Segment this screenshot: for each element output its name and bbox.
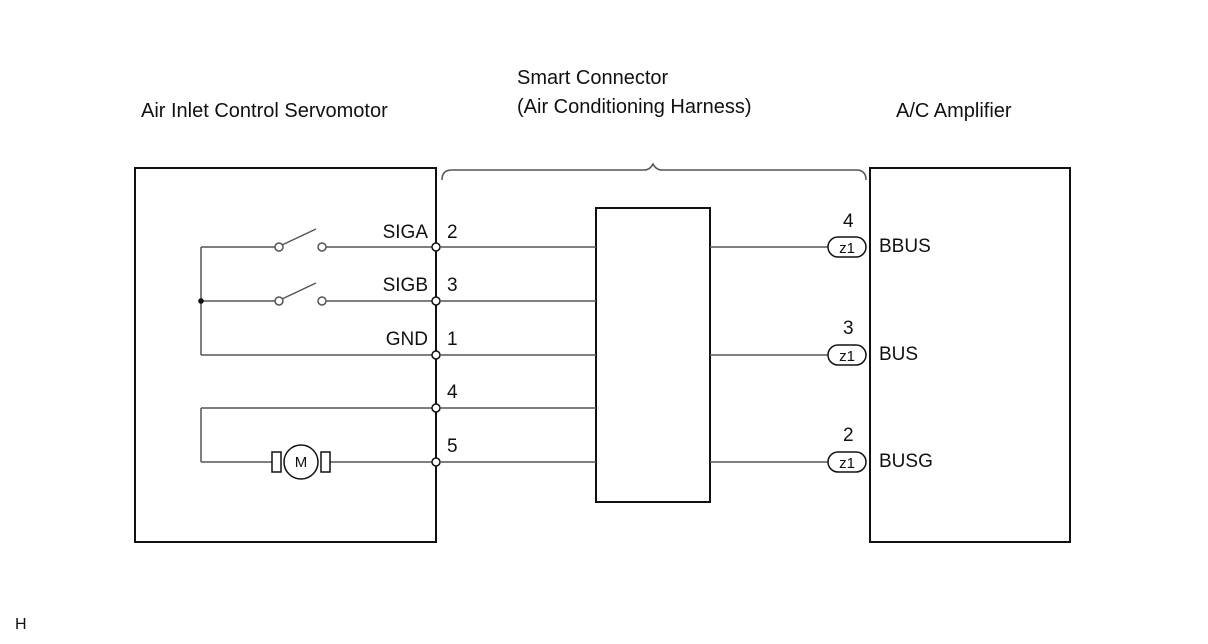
svg-text:z1: z1 bbox=[839, 455, 855, 472]
connector-z1-bus: z1 bbox=[827, 344, 867, 366]
amp-pin-name-bus: BUS bbox=[879, 344, 919, 365]
amp-pin-name-busg: BUSG bbox=[879, 451, 933, 472]
harness-bracket bbox=[441, 162, 867, 181]
pin-number-5: 5 bbox=[447, 436, 458, 457]
servomotor-title: Air Inlet Control Servomotor bbox=[141, 100, 388, 122]
amp-pin-name-bbus: BBUS bbox=[879, 236, 931, 257]
smart-connector-title-line1: Smart Connector bbox=[517, 67, 669, 89]
smart-connector-title-line2: (Air Conditioning Harness) bbox=[517, 96, 752, 118]
pin-name-siga: SIGA bbox=[382, 222, 428, 243]
svg-text:z1: z1 bbox=[839, 240, 855, 257]
harness-wires bbox=[440, 246, 828, 463]
amplifier-title: A/C Amplifier bbox=[896, 100, 1012, 122]
switch-siga bbox=[274, 242, 327, 252]
amp-pin-number-busg: 2 bbox=[843, 425, 854, 446]
pin-number-gnd: 1 bbox=[447, 329, 458, 350]
smart-connector-box bbox=[595, 207, 711, 503]
connector-z1-bbus: z1 bbox=[827, 236, 867, 258]
pin-number-sigb: 3 bbox=[447, 275, 458, 296]
motor-icon bbox=[271, 444, 331, 480]
pin-number-siga: 2 bbox=[447, 222, 458, 243]
junction-dot bbox=[198, 298, 204, 304]
amplifier-box bbox=[869, 167, 1071, 543]
corner-mark: H bbox=[15, 616, 27, 633]
motor-label: M bbox=[295, 454, 308, 471]
servomotor-terminals bbox=[431, 242, 441, 467]
svg-text:z1: z1 bbox=[839, 348, 855, 365]
connector-z1-busg: z1 bbox=[827, 451, 867, 473]
amp-pin-number-bus: 3 bbox=[843, 318, 854, 339]
pin-name-sigb: SIGB bbox=[382, 275, 428, 296]
pin-name-gnd: GND bbox=[385, 329, 428, 350]
pin-number-4: 4 bbox=[447, 382, 458, 403]
switch-sigb bbox=[274, 296, 327, 306]
amp-pin-number-bbus: 4 bbox=[843, 211, 854, 232]
